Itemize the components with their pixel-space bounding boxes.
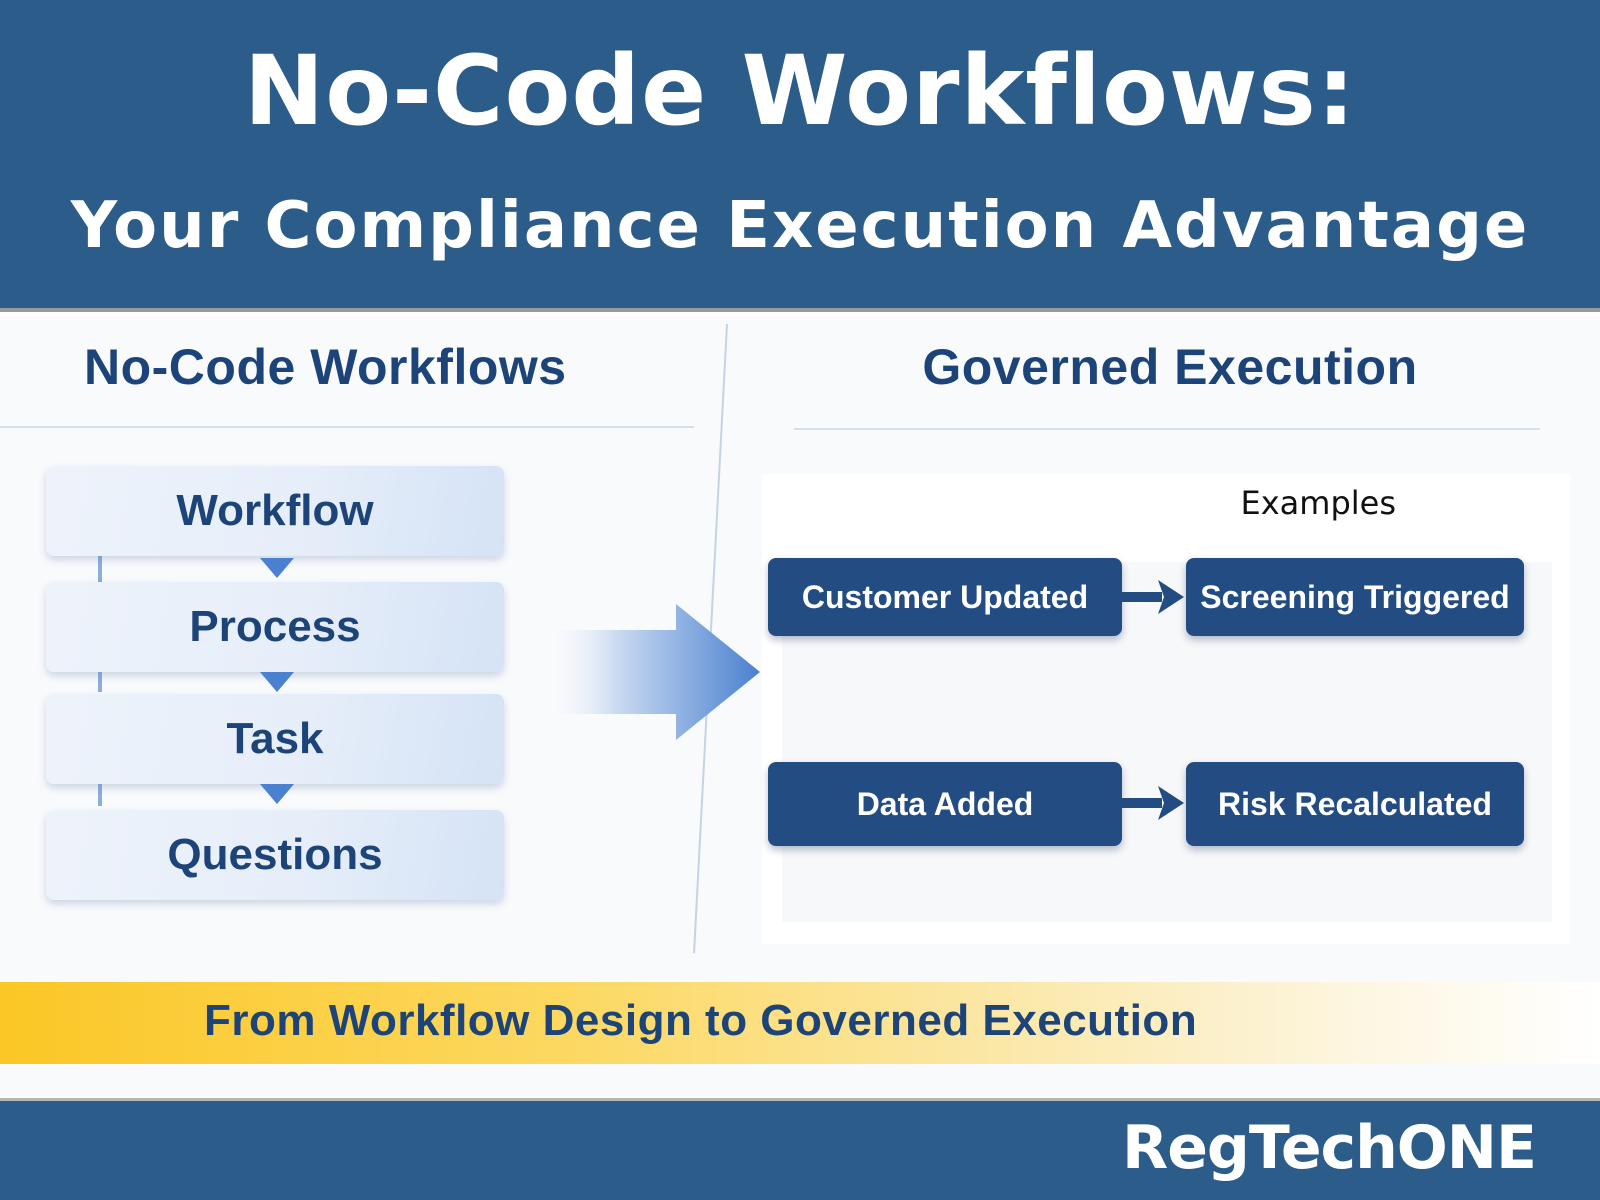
hierarchy-item-label: Workflow — [176, 486, 374, 535]
header-banner: No-Code Workflows: Your Compliance Execu… — [0, 0, 1600, 312]
hierarchy-item-process: Process — [46, 582, 504, 672]
examples-panel: Examples Customer Updated Screening Trig… — [762, 474, 1570, 944]
diagram-content: No-Code Workflows Governed Execution Wor… — [0, 316, 1600, 1096]
connector-line — [98, 556, 102, 582]
example-trigger-label: Data Added — [856, 785, 1034, 822]
tagline-banner: From Workflow Design to Governed Executi… — [0, 982, 1600, 1064]
connector-line — [98, 670, 102, 692]
arrow-right-icon — [1122, 786, 1184, 820]
example-result-label: Screening Triggered — [1200, 578, 1510, 615]
example-trigger-box: Customer Updated — [768, 558, 1122, 636]
example-result-box: Screening Triggered — [1186, 558, 1524, 636]
down-triangle-icon — [260, 784, 294, 804]
left-panel-heading: No-Code Workflows — [84, 339, 567, 395]
example-result-label: Risk Recalculated — [1218, 785, 1492, 822]
arrow-right-icon — [1122, 580, 1184, 614]
down-triangle-icon — [260, 558, 294, 578]
down-triangle-icon — [260, 672, 294, 692]
hierarchy-item-task: Task — [46, 694, 504, 784]
hierarchy-item-label: Questions — [167, 830, 383, 879]
page-title: No-Code Workflows: — [243, 35, 1357, 147]
tagline-text: From Workflow Design to Governed Executi… — [204, 996, 1198, 1045]
examples-label: Examples — [1240, 484, 1397, 522]
example-result-box: Risk Recalculated — [1186, 762, 1524, 846]
footer-bar: RegTechONE — [0, 1098, 1600, 1200]
workflow-hierarchy: Workflow Process Task Questions — [46, 466, 506, 906]
brand-logo: RegTechONE — [1122, 1113, 1537, 1183]
hierarchy-item-label: Process — [189, 602, 361, 651]
hierarchy-item-workflow: Workflow — [46, 466, 504, 556]
connector-line — [98, 780, 102, 806]
left-heading-divider — [0, 426, 694, 428]
page-subtitle: Your Compliance Execution Advantage — [70, 189, 1530, 263]
right-panel-heading: Governed Execution — [922, 339, 1418, 395]
right-arrow-icon — [540, 604, 760, 740]
hierarchy-item-questions: Questions — [46, 810, 504, 900]
hierarchy-item-label: Task — [226, 714, 324, 763]
examples-area: Customer Updated Screening Triggered Dat… — [768, 558, 1552, 922]
example-trigger-box: Data Added — [768, 762, 1122, 846]
right-heading-divider — [794, 428, 1540, 430]
example-trigger-label: Customer Updated — [801, 578, 1089, 615]
